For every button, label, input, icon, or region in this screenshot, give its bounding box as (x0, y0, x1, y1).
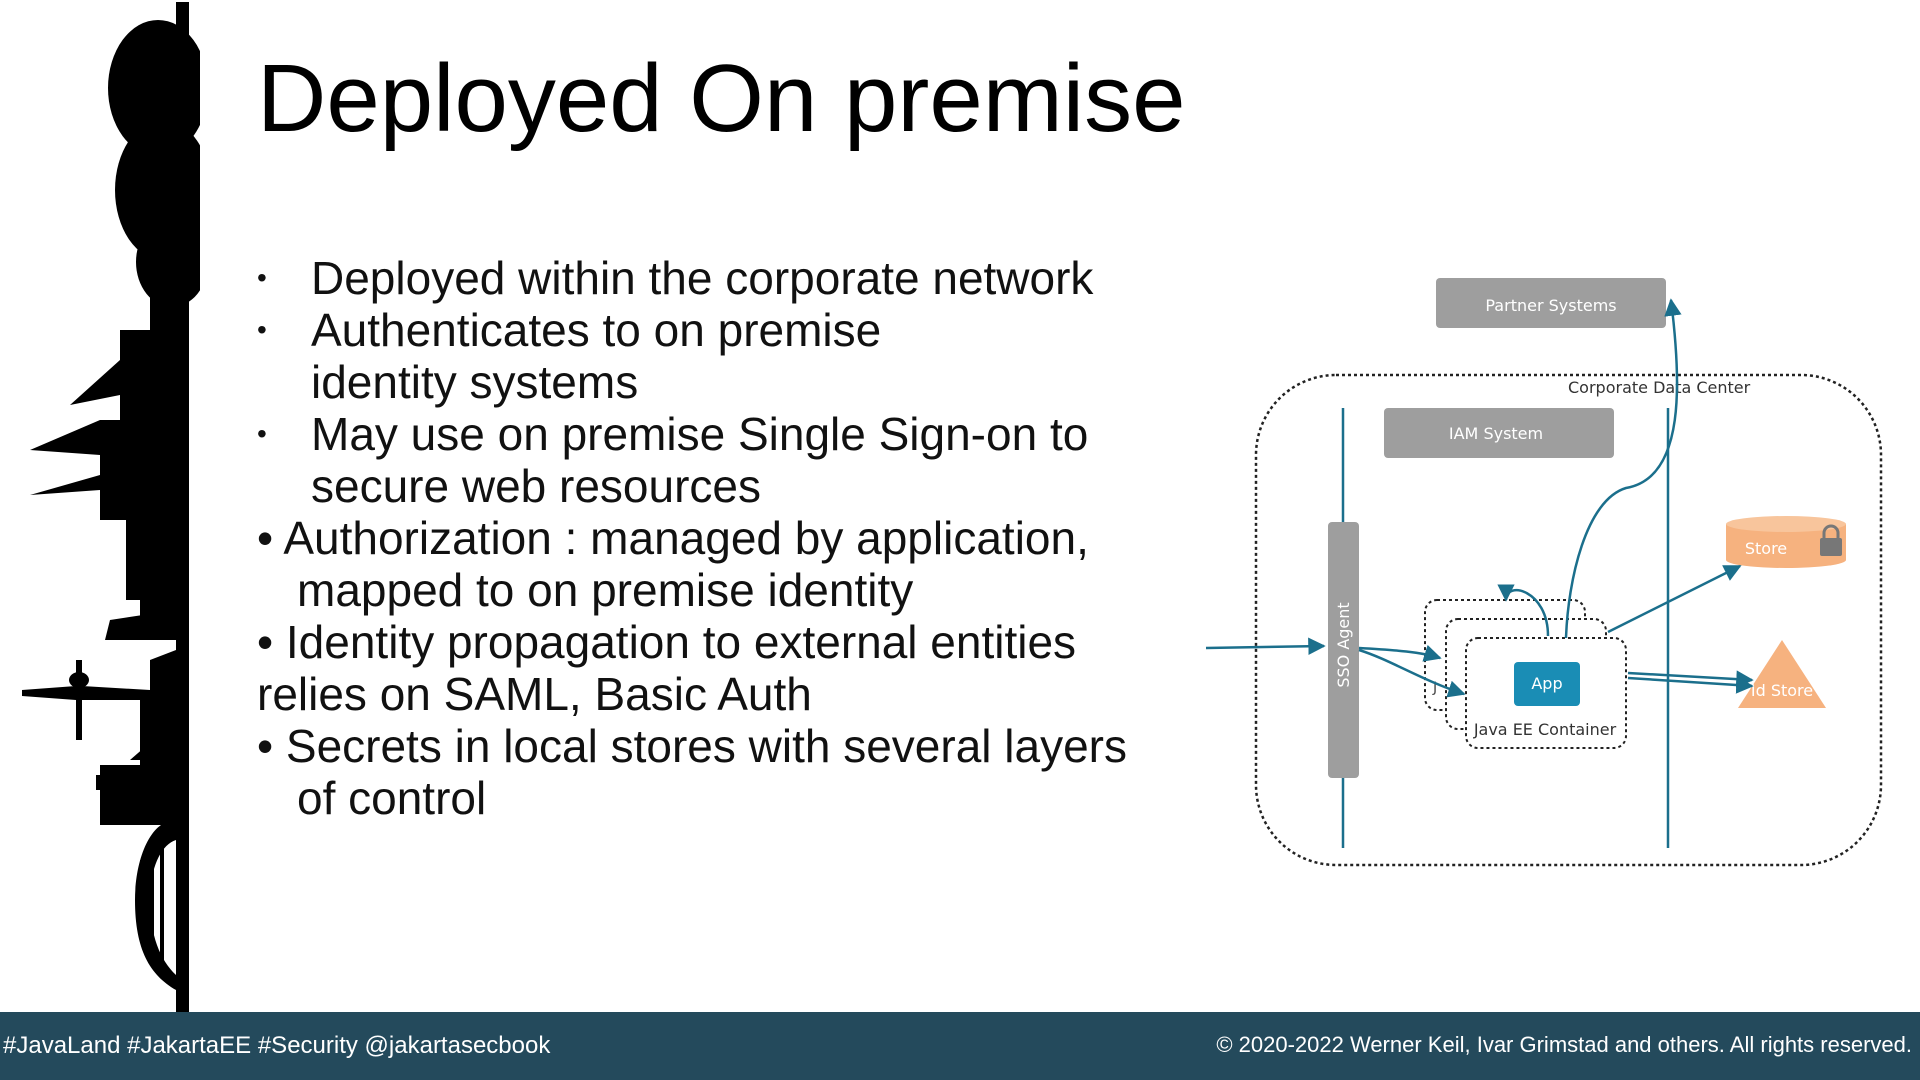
bullet-text: Authenticates to on premise (311, 304, 882, 356)
bullet-item: secure web resources (257, 460, 1207, 512)
iam-system-box (1384, 408, 1614, 458)
bullet-text: • Authorization : managed by application… (257, 512, 1089, 564)
bullet-item: of control (257, 772, 1207, 824)
bullet-text: relies on SAML, Basic Auth (257, 668, 812, 720)
bullet-item: • Identity propagation to external entit… (257, 616, 1207, 668)
slide-title: Deployed On premise (257, 45, 1186, 152)
app-label: App (1531, 674, 1562, 693)
corporate-data-center-label: Corporate Data Center (1568, 378, 1751, 397)
app-to-iam-arrow (1497, 584, 1550, 637)
app-box (1514, 662, 1580, 706)
iam-system-label: IAM System (1449, 424, 1543, 443)
architecture-diagram: Corporate Data Center Partner Systems IA… (1205, 278, 1883, 867)
sso-agent-box (1328, 522, 1359, 778)
bullet-text: identity systems (311, 356, 639, 408)
sso-to-container-arrow (1358, 644, 1442, 662)
bullet-marker: • (257, 313, 267, 345)
city-skyline-silhouette (22, 2, 200, 1012)
sso-agent-label: SSO Agent (1334, 602, 1353, 687)
bullet-item: relies on SAML, Basic Auth (257, 668, 1207, 720)
bullet-item: • Deployed within the corporate network (257, 252, 1207, 304)
partner-systems-label: Partner Systems (1485, 296, 1616, 315)
lock-icon (1820, 524, 1842, 556)
bullet-text: May use on premise Single Sign-on to (311, 408, 1089, 460)
bullet-text: • Secrets in local stores with several l… (257, 720, 1127, 772)
app-to-partner-arrow (1564, 298, 1682, 639)
bullet-item: • Authorization : managed by application… (257, 512, 1207, 564)
app-to-idstore-arrow-1 (1627, 670, 1754, 688)
java-ee-container-label: Java EE Container (1473, 720, 1617, 739)
bullet-list: • Deployed within the corporate network •… (257, 252, 1207, 824)
corporate-data-center-boundary (1254, 373, 1883, 867)
container-stack-letter: J (1432, 680, 1437, 696)
footer-copyright: © 2020-2022 Werner Keil, Ivar Grimstad a… (1216, 1032, 1912, 1057)
partner-systems-box (1436, 278, 1666, 328)
bullet-text: mapped to on premise identity (297, 564, 914, 616)
bullet-text: Deployed within the corporate network (311, 252, 1094, 304)
footer-hashtags: #JavaLand #JakartaEE #Security @jakartas… (3, 1032, 551, 1059)
id-store-triangle (1738, 640, 1826, 708)
store-label: Store (1745, 539, 1787, 558)
bullet-marker: • (257, 261, 267, 293)
bullet-item: identity systems (257, 356, 1207, 408)
footer-bar: #JavaLand #JakartaEE #Security @jakartas… (0, 1012, 1920, 1080)
bullet-marker: • (257, 417, 267, 449)
bullet-item: mapped to on premise identity (257, 564, 1207, 616)
bullet-text: secure web resources (311, 460, 761, 512)
incoming-request-arrow (1205, 637, 1326, 656)
bullet-item: • Secrets in local stores with several l… (257, 720, 1207, 772)
app-to-idstore-arrow-2 (1627, 676, 1754, 694)
bullet-item: • Authenticates to on premise (257, 304, 1207, 356)
bullet-text: • Identity propagation to external entit… (257, 616, 1077, 668)
id-store-label: Id Store (1751, 681, 1813, 700)
app-to-store-arrow (1607, 564, 1742, 634)
bullet-item: • May use on premise Single Sign-on to (257, 408, 1207, 460)
sso-to-app-arrow (1358, 648, 1466, 698)
bullet-text: of control (297, 772, 487, 824)
